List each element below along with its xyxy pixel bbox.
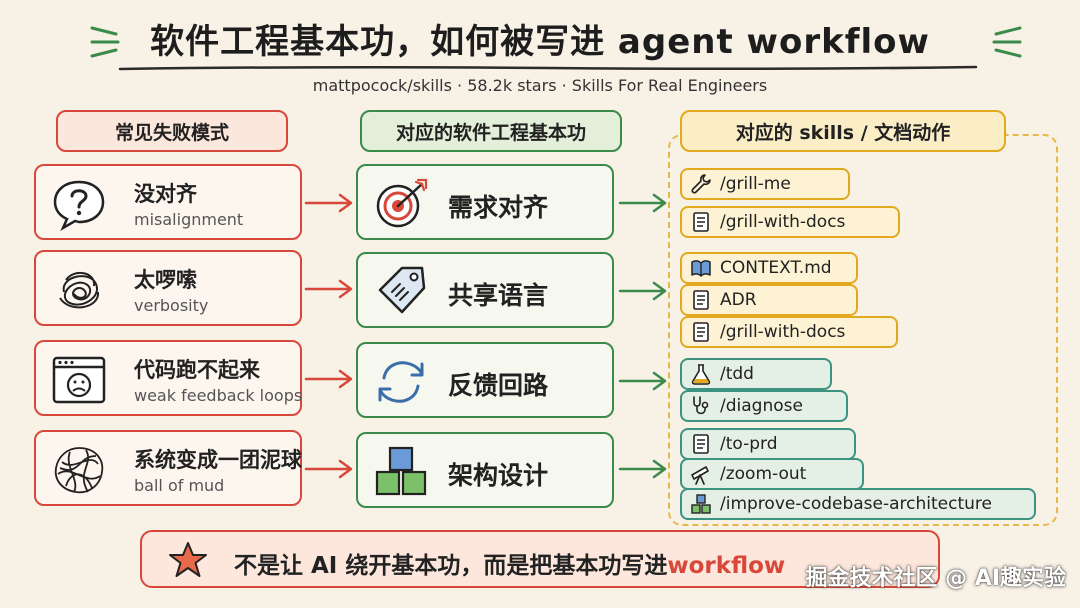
- footer-text: 不是让 AI 绕开基本功，而是把基本功写进workflow: [234, 546, 785, 580]
- target-icon: [376, 178, 428, 228]
- sad-window-icon: [52, 356, 106, 404]
- document-icon: [693, 434, 709, 454]
- scribble-icon: [59, 271, 100, 309]
- wrench-icon: [691, 174, 711, 194]
- failure-subtitle: ball of mud: [134, 476, 225, 495]
- skill-label: ADR: [720, 290, 757, 310]
- blocks-icon: [691, 494, 711, 514]
- skill-adr[interactable]: ADR: [680, 284, 858, 316]
- skill-label: /grill-with-docs: [720, 212, 846, 232]
- arrow-right-icon: [304, 459, 353, 479]
- skill-label: /zoom-out: [720, 464, 807, 484]
- page-title: 软件工程基本功，如何被写进 agent workflow: [150, 22, 930, 62]
- skill-improve-codebase-architecture[interactable]: /improve-codebase-architecture: [680, 488, 1036, 520]
- skill-to-prd[interactable]: /to-prd: [680, 428, 856, 460]
- failure-title: 太啰嗦: [134, 268, 197, 292]
- skill-diagnose[interactable]: /diagnose: [680, 390, 848, 422]
- tag-icon: [378, 266, 426, 314]
- fundamental-title: 需求对齐: [448, 193, 549, 222]
- arrow-right-icon: [618, 371, 667, 391]
- fundamental-title: 共享语言: [448, 281, 549, 310]
- fundamental-box-feedback-loop: 反馈回路: [356, 342, 614, 418]
- skill-label: /to-prd: [720, 434, 778, 454]
- skill-context-md[interactable]: CONTEXT.md: [680, 252, 858, 284]
- failure-box-misalignment: 没对齐 misalignment: [34, 164, 302, 240]
- footer-main-text: 不是让 AI 绕开基本功，而是把基本功写进: [234, 553, 668, 579]
- subtitle: mattpocock/skills · 58.2k stars · Skills…: [312, 76, 768, 95]
- fundamental-box-shared-language: 共享语言: [356, 252, 614, 328]
- fundamentals-header: 对应的软件工程基本功: [360, 110, 622, 152]
- flask-icon: [691, 364, 711, 385]
- document-icon: [693, 322, 709, 342]
- document-icon: [693, 212, 709, 232]
- failure-box-feedback-loops: 代码跑不起来 weak feedback loops: [34, 340, 302, 416]
- skill-label: /improve-codebase-architecture: [720, 494, 992, 514]
- arrow-right-icon: [618, 281, 667, 301]
- left-emphasis-marks-icon: [90, 26, 120, 58]
- arrow-right-icon: [618, 193, 667, 213]
- skills-header: 对应的 skills / 文档动作: [680, 110, 1006, 152]
- skill-zoom-out[interactable]: /zoom-out: [680, 458, 864, 490]
- watermark: 掘金技术社区 @ AI趣实验: [805, 566, 1066, 591]
- fundamental-title: 架构设计: [448, 461, 549, 490]
- right-emphasis-marks-icon: [992, 26, 1022, 58]
- failures-header: 常见失败模式: [56, 110, 288, 152]
- fundamental-box-architecture: 架构设计: [356, 432, 614, 508]
- skill-grill-me[interactable]: /grill-me: [680, 168, 850, 200]
- refresh-icon: [378, 361, 424, 403]
- skill-grill-with-docs-2[interactable]: /grill-with-docs: [680, 316, 898, 348]
- arrow-right-icon: [304, 279, 353, 299]
- fundamental-title: 反馈回路: [448, 371, 549, 400]
- question-bubble-icon: [53, 180, 105, 232]
- failure-subtitle: verbosity: [134, 296, 209, 315]
- failure-title: 代码跑不起来: [134, 358, 260, 382]
- stethoscope-icon: [693, 396, 709, 415]
- fundamental-box-requirements: 需求对齐: [356, 164, 614, 240]
- skill-label: /diagnose: [720, 396, 803, 416]
- book-icon: [691, 260, 711, 277]
- failure-title: 没对齐: [134, 182, 197, 206]
- skill-label: /grill-me: [720, 174, 791, 194]
- title-underline: [118, 65, 978, 71]
- failure-subtitle: weak feedback loops: [134, 386, 303, 405]
- arrow-right-icon: [618, 459, 667, 479]
- blocks-icon: [375, 446, 427, 496]
- star-icon: [169, 542, 207, 577]
- arrow-right-icon: [304, 193, 353, 213]
- telescope-icon: [691, 466, 709, 485]
- footer-highlight: workflow: [667, 553, 786, 579]
- skill-grill-with-docs[interactable]: /grill-with-docs: [680, 206, 900, 238]
- document-icon: [693, 290, 709, 310]
- failure-box-ball-of-mud: 系统变成一团泥球 ball of mud: [34, 430, 302, 506]
- arrow-right-icon: [304, 369, 353, 389]
- skill-label: /tdd: [720, 364, 754, 384]
- failure-box-verbosity: 太啰嗦 verbosity: [34, 250, 302, 326]
- skill-tdd[interactable]: /tdd: [680, 358, 832, 390]
- failure-subtitle: misalignment: [134, 210, 244, 229]
- footer-banner: 不是让 AI 绕开基本功，而是把基本功写进workflow: [140, 530, 940, 588]
- skill-label: CONTEXT.md: [720, 258, 832, 278]
- skill-label: /grill-with-docs: [720, 322, 846, 342]
- failure-title: 系统变成一团泥球: [134, 448, 302, 472]
- mud-ball-icon: [54, 447, 104, 494]
